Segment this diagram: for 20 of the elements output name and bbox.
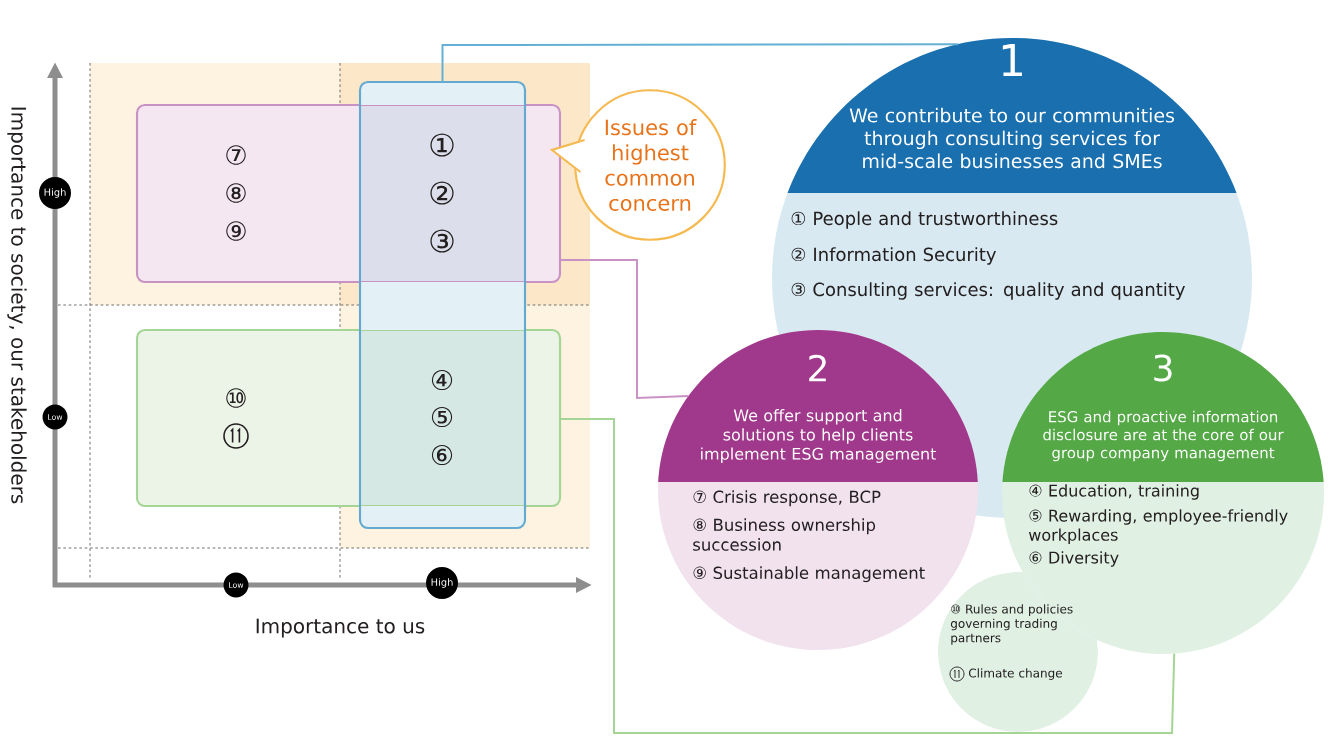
circled-number: ⑩ bbox=[226, 388, 246, 408]
grouping-box bbox=[135, 103, 562, 284]
circled-number: ③ bbox=[430, 229, 454, 253]
connector-line bbox=[441, 43, 960, 83]
level-badge: High bbox=[39, 177, 71, 209]
speech-bubble: Issues of highest common concern bbox=[549, 89, 726, 241]
circled-number: ⑤ bbox=[431, 406, 453, 428]
circled-number: ⑦ bbox=[226, 145, 246, 165]
connector-line bbox=[559, 259, 690, 400]
connector-line bbox=[559, 418, 1176, 734]
axis-title: Importance to us bbox=[256, 618, 425, 638]
circled-number: ⑨ bbox=[226, 221, 246, 241]
circled-number: ⑥ bbox=[431, 444, 453, 466]
circled-number: ② bbox=[430, 181, 454, 205]
circled-number: ① bbox=[430, 133, 454, 157]
circled-number: ④ bbox=[431, 369, 453, 391]
grouping-box bbox=[135, 328, 562, 508]
axis-title: Importance to society, our stakeholders bbox=[7, 107, 27, 504]
level-badge: High bbox=[426, 567, 458, 599]
circled-number: ⑧ bbox=[226, 183, 246, 203]
